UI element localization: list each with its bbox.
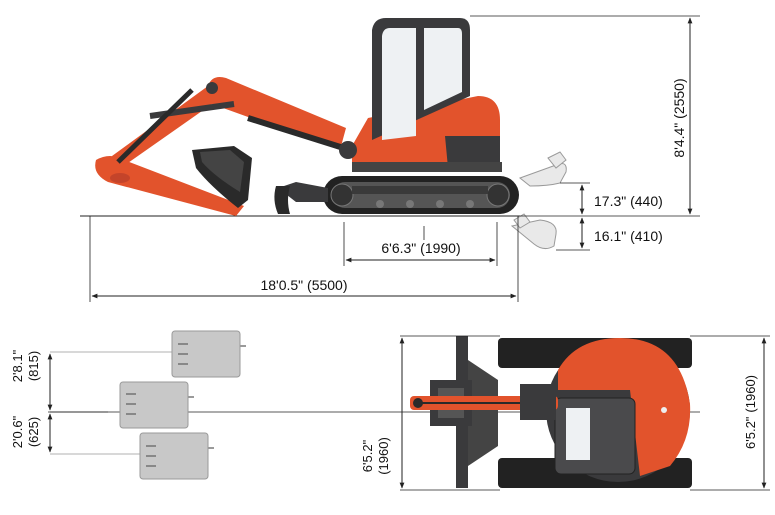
dim-boom-offset: 2'0.6" (625) 2'8.1" (815) xyxy=(10,349,108,453)
side-view: 8'4.4" (2550) 17.3" (440) 16.1" (410) 6'… xyxy=(80,15,700,302)
dim-blade-lift: 17.3" (440) xyxy=(560,182,663,215)
dozer-blade xyxy=(274,182,328,214)
bucket xyxy=(192,146,252,208)
overall-length-label: 18'0.5" (5500) xyxy=(260,277,347,293)
offset-right-line1: 2'8.1" xyxy=(10,349,25,382)
dim-track-length: 6'6.3" (1990) xyxy=(343,222,498,266)
boom-arm xyxy=(95,77,357,216)
dim-track-width: 6'5.2" (1960) xyxy=(360,335,500,491)
track-length-label: 6'6.3" (1990) xyxy=(381,240,460,256)
ghost-center xyxy=(119,381,194,429)
tail-width-line2: (1960) xyxy=(743,375,758,413)
blade-drop-label: 16.1" (410) xyxy=(594,228,663,244)
top-view: 2'0.6" (625) 2'8.1" (815) xyxy=(10,330,770,491)
blade-frame-top xyxy=(468,360,498,466)
dim-tail-width: 6'5.2" (1960) xyxy=(690,335,770,491)
swing-body-top xyxy=(546,338,691,482)
tail-width-label: 6'5.2" (1960) xyxy=(743,375,758,449)
blade-raised-ghost xyxy=(518,151,567,187)
ghost-offset-left xyxy=(50,432,214,480)
track-undercarriage xyxy=(323,176,519,214)
ghost-offset-right xyxy=(50,330,246,378)
overall-height-label: 8'4.4" (2550) xyxy=(671,78,687,157)
boom-top xyxy=(410,380,558,426)
track-width-line1: 6'5.2" xyxy=(360,439,375,472)
offset-left-line1: 2'0.6" xyxy=(10,415,25,448)
blade-lift-label: 17.3" (440) xyxy=(594,193,663,209)
offset-right-line2: (815) xyxy=(26,351,41,381)
offset-left-line2: (625) xyxy=(26,417,41,447)
dim-overall-length: 18'0.5" (5500) xyxy=(89,216,519,302)
blade-lowered-ghost xyxy=(510,213,557,250)
tail-width-line1: 6'5.2" xyxy=(743,416,758,449)
dim-blade-drop: 16.1" (410) xyxy=(556,217,663,251)
dim-overall-height: 8'4.4" (2550) xyxy=(470,15,700,217)
cab xyxy=(372,18,470,140)
track-width-line2: (1960) xyxy=(376,437,391,475)
